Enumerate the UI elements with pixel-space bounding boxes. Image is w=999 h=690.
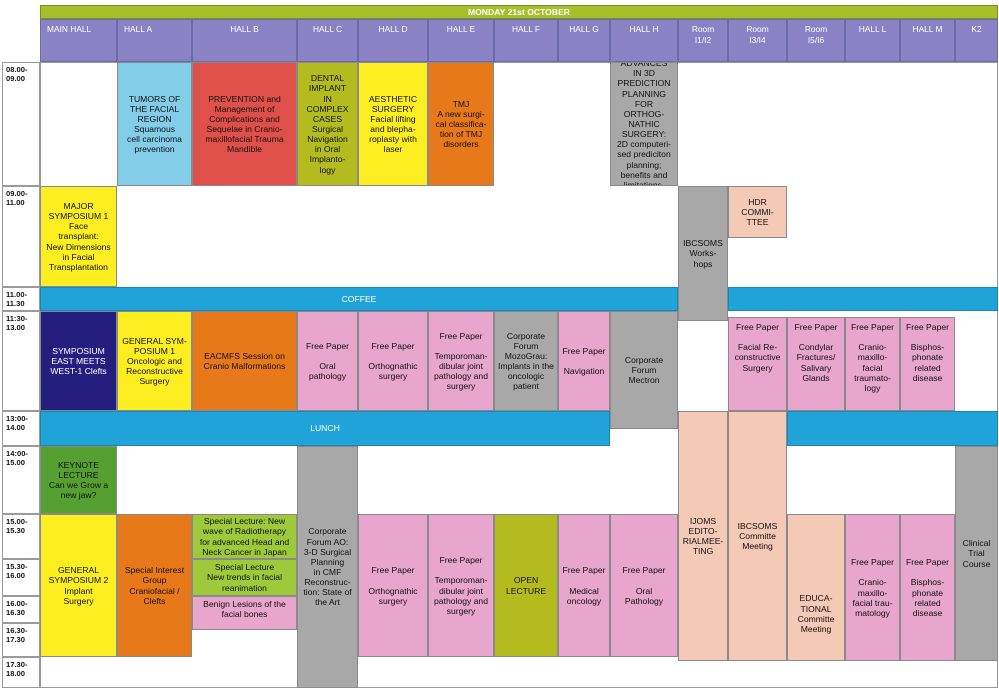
session-prevention[interactable]: PREVENTION and Management of Complicatio… [192, 62, 297, 186]
time-slot: 17.30- 18.00 [2, 657, 40, 688]
session-benign-lesions[interactable]: Benign Lesions of the facial bones [192, 596, 297, 630]
session-aesthetic[interactable]: AESTHETIC SURGERY Facial lifting and ble… [358, 62, 428, 186]
session-free-paper-facial-recon[interactable]: Free Paper Facial Re- constructive Surge… [728, 317, 787, 411]
time-slot: 08.00- 09.00 [2, 62, 40, 186]
session-free-paper-trauma-2[interactable]: Free Paper Cranio- maxillo- facial trau-… [845, 514, 900, 661]
session-special-lecture-radiotherapy[interactable]: Special Lecture: New wave of Radiotherap… [192, 514, 297, 559]
hall-header-d: HALL D [358, 19, 428, 62]
session-ibcsoms-workshops[interactable]: IBCSOMS Works- hops [678, 186, 728, 321]
time-slot: 09.00- 11.00 [2, 186, 40, 287]
session-east-meets-west[interactable]: SYMPOSIUM EAST MEETS WEST-1 Clefts [40, 311, 117, 411]
hall-header-i5: Room I5/I6 [787, 19, 845, 62]
time-slot: 16.00- 16.30 [2, 596, 40, 623]
session-free-paper-tmj[interactable]: Free Paper Temporoman- dibular joint pat… [428, 311, 494, 411]
session-free-paper-condylar[interactable]: Free Paper Condylar Fractures/ Salivary … [787, 317, 845, 411]
hall-header-m: HALL M [900, 19, 955, 62]
session-general-symposium-2[interactable]: GENERAL SYMPOSIUM 2 Implant Surgery [40, 514, 117, 657]
session-tumors[interactable]: TUMORS OF THE FACIAL REGION Squamous cel… [117, 62, 192, 186]
lunch-break-right [787, 411, 998, 446]
session-dental-implant[interactable]: DENTAL IMPLANT IN COMPLEX CASES Surgical… [297, 62, 358, 186]
session-free-paper-navigation[interactable]: Free Paper Navigation [558, 311, 610, 411]
hall-header-a: HALL A [117, 19, 192, 62]
session-general-symposium-1[interactable]: GENERAL SYM- POSIUM 1 Oncologic and Reco… [117, 311, 192, 411]
session-educational-committe[interactable]: EDUCA- TIONAL Committe Meeting [787, 514, 845, 661]
session-advances-3d[interactable]: ADVANCES IN 3D PREDICTION PLANNING FOR O… [610, 62, 678, 186]
hall-header-main: MAIN HALL [40, 19, 117, 62]
session-free-paper-bisphos-2[interactable]: Free Paper Bisphos- phonate related dise… [900, 514, 955, 661]
time-slot: 13:00- 14.00 [2, 411, 40, 446]
hall-header-k2: K2 [955, 19, 998, 62]
hall-header-h: HALL H [610, 19, 678, 62]
session-special-lecture-reanimation[interactable]: Special Lecture New trends in facial rea… [192, 559, 297, 596]
session-mectron[interactable]: Corporate Forum Mectron [610, 311, 678, 429]
time-slot: 11.00- 11.30 [2, 287, 40, 311]
session-corporate-ao[interactable]: Corporate Forum AO: 3-D Surgical Plannin… [297, 446, 358, 688]
hall-header-i3: Room I3/I4 [728, 19, 787, 62]
lunch-break: LUNCH [40, 411, 610, 446]
hall-header-b: HALL B [192, 19, 297, 62]
session-open-lecture[interactable]: OPEN LECTURE [494, 514, 558, 657]
session-hdr-committee[interactable]: HDR COMMI- TTEE [728, 186, 787, 238]
session-clinical-trial[interactable]: Clinical Trial Course [955, 446, 998, 661]
session-free-paper-oral-pathology[interactable]: Free Paper Oral pathology [297, 311, 358, 411]
hall-header-l: HALL L [845, 19, 900, 62]
session-free-paper-oral-pathology-2[interactable]: Free Paper Oral Pathology [610, 514, 678, 657]
coffee-break-right [728, 287, 998, 311]
coffee-break: COFFEE [40, 287, 678, 311]
page-title: MONDAY 21st OCTOBER [40, 5, 998, 19]
session-special-interest-group[interactable]: Special Interest Group Craniofacial / Cl… [117, 514, 192, 657]
time-slot: 15.00- 15.30 [2, 514, 40, 559]
time-slot: 16.30- 17.30 [2, 623, 40, 657]
time-slot: 11:30- 13.00 [2, 311, 40, 411]
hall-header-e: HALL E [428, 19, 494, 62]
hall-header-c: HALL C [297, 19, 358, 62]
time-slot: 15.30- 16.00 [2, 559, 40, 596]
session-free-paper-orthognathic-2[interactable]: Free Paper Orthognathic surgery [358, 514, 428, 657]
session-tmj[interactable]: TMJ A new surgi- cal classifica- tion of… [428, 62, 494, 186]
session-free-paper-tmj-2[interactable]: Free Paper Temporoman- dibular joint pat… [428, 514, 494, 657]
session-major-symposium[interactable]: MAJOR SYMPOSIUM 1 Face transplant: New D… [40, 186, 117, 287]
session-free-paper-orthognathic[interactable]: Free Paper Orthognathic surgery [358, 311, 428, 411]
session-keynote[interactable]: KEYNOTE LECTURE Can we Grow a new jaw? [40, 446, 117, 514]
session-free-paper-medical-oncology[interactable]: Free Paper Medical oncology [558, 514, 610, 657]
session-ibcsoms-committe[interactable]: IBCSOMS Committe Meeting [728, 411, 787, 661]
hall-header-f: HALL F [494, 19, 558, 62]
hall-header-i1: Room I1/I2 [678, 19, 728, 62]
session-mozograu[interactable]: Corporate Forum MozoGrau: Implants in th… [494, 311, 558, 411]
hall-header-g: HALL G [558, 19, 610, 62]
session-free-paper-bisphos-1[interactable]: Free Paper Bisphos- phonate related dise… [900, 317, 955, 411]
session-ijoms-editorial[interactable]: IJOMS EDITO- RIALMEE- TING [678, 411, 728, 661]
session-eacmfs[interactable]: EACMFS Session on Cranio Malformations [192, 311, 297, 411]
session-free-paper-trauma-1[interactable]: Free Paper Cranio- maxillo- facial traum… [845, 317, 900, 411]
time-slot: 14:00- 15.00 [2, 446, 40, 514]
